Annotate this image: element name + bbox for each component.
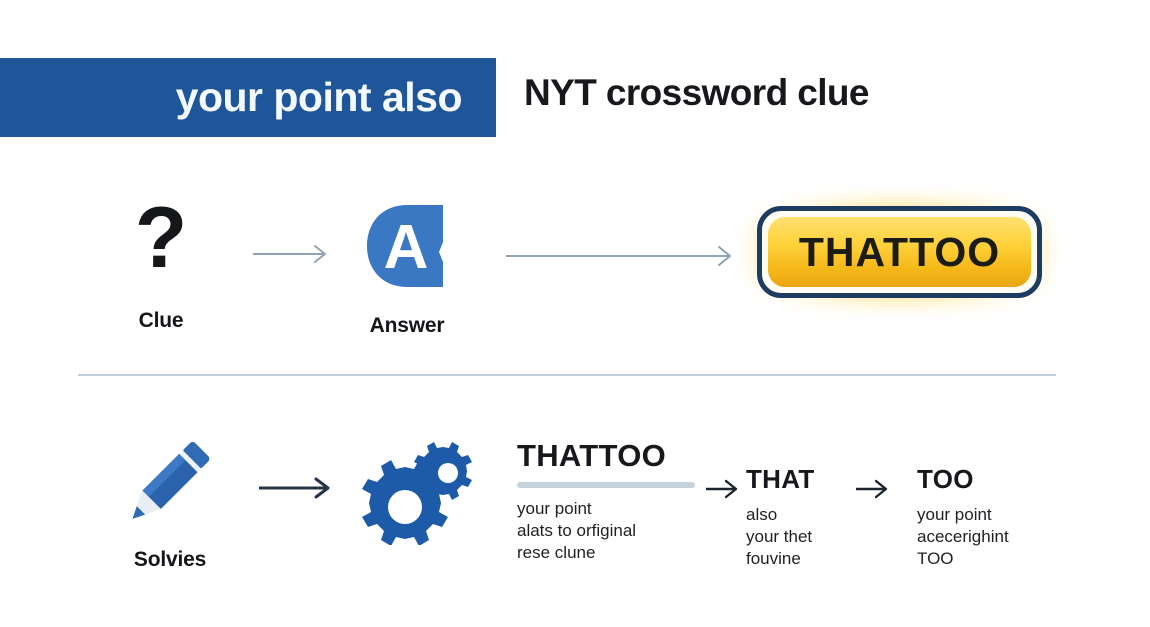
breakdown-word: TOO: [917, 464, 974, 494]
breakdown-item: TOO your point acecerighint TOO: [917, 466, 1067, 569]
solver-label: Solvies: [133, 548, 207, 571]
solver-step: Solvies: [110, 424, 230, 570]
breakdown-item: THAT also your thet fouvine: [746, 466, 856, 569]
arrow-right-icon: [259, 477, 330, 499]
section-divider: [78, 374, 1056, 376]
answer-badge-fill: THATTOO: [768, 217, 1031, 287]
breakdown-description: also your thet fouvine: [746, 505, 813, 568]
pencil-icon: [132, 442, 210, 519]
answer-step: A Answer: [357, 200, 457, 336]
clue-phrase-banner: your point also: [0, 58, 496, 137]
answer-badge[interactable]: THATTOO: [745, 194, 1054, 310]
page-title: NYT crossword clue: [524, 72, 870, 113]
answer-badge-text: THATTOO: [798, 228, 1001, 275]
breakdown-rule: [517, 482, 695, 488]
breakdown-word: THATTOO: [517, 438, 667, 473]
clue-step: ? Clue: [115, 190, 207, 332]
svg-text:A: A: [384, 213, 429, 282]
clue-phrase-text: your point also: [175, 74, 463, 120]
arrow-right-icon: [856, 479, 888, 499]
breakdown-description: your point alats to orfiginal rese clune: [517, 499, 637, 562]
answer-letter-a-icon: A: [367, 205, 443, 287]
arrow-right-icon: [706, 479, 738, 499]
breakdown-description: your point acecerighint TOO: [917, 505, 1009, 568]
breakdown-item: THATTOO your point alats to orfiginal re…: [517, 440, 695, 563]
question-mark-icon: ?: [134, 190, 188, 286]
long-arrow-right-icon: [506, 246, 731, 266]
gears-icon: [362, 442, 472, 545]
arrow-right-icon: [253, 245, 326, 263]
breakdown-word: THAT: [746, 464, 815, 494]
clue-label: Clue: [138, 308, 184, 332]
answer-label: Answer: [369, 314, 445, 337]
answer-badge-frame: THATTOO: [757, 206, 1042, 298]
